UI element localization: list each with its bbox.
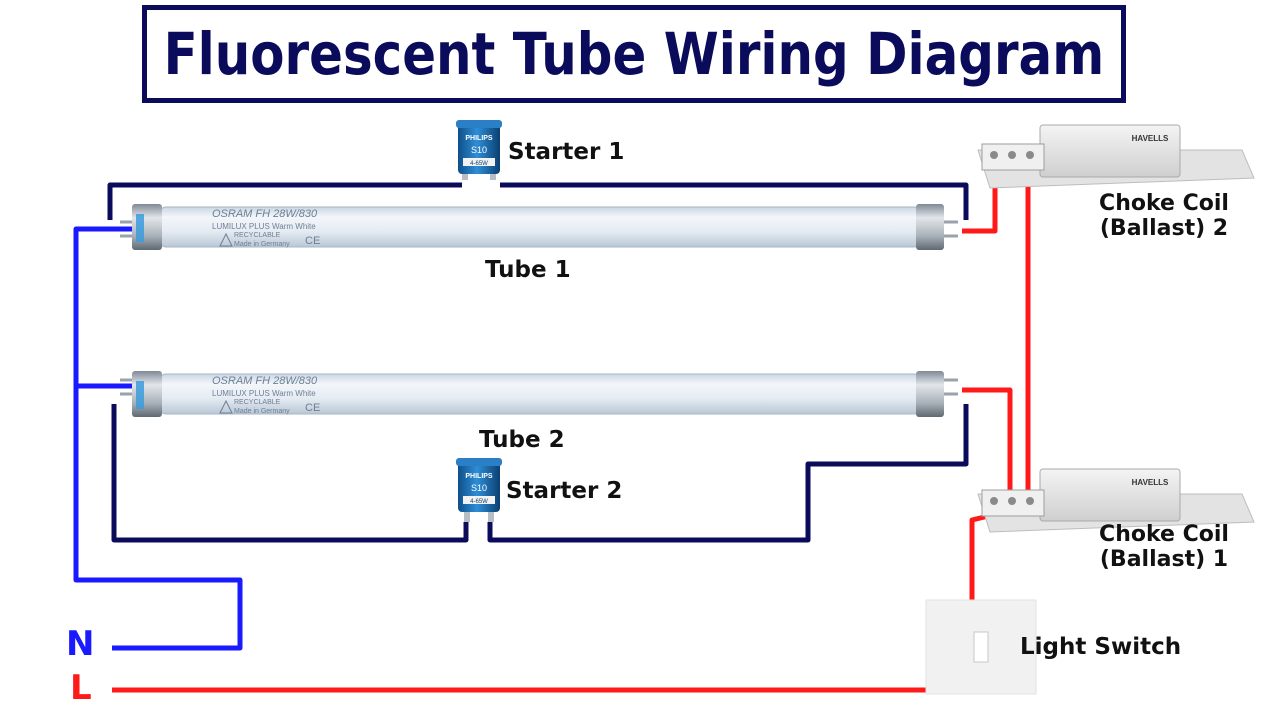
fluorescent-tube-2: OSRAM FH 28W/830 LUMILUX PLUS Warm White… — [120, 371, 958, 417]
ballast1-brand: HAVELLS — [1132, 478, 1169, 487]
neutral-wire-tube1 — [73, 226, 243, 651]
starter-1-label: Starter 1 — [508, 139, 625, 165]
tube-2-label: Tube 2 — [479, 427, 565, 453]
tube2-print-line1: OSRAM FH 28W/830 — [212, 375, 318, 387]
warning-triangle-icon — [219, 399, 233, 414]
neutral-wiring — [73, 226, 243, 651]
starter1-model: S10 — [471, 145, 487, 155]
choke-coil-ballast-1: HAVELLS — [977, 468, 1255, 533]
starter-2: PHILIPS S10 4-65W — [456, 458, 502, 522]
starter2-model: S10 — [471, 483, 487, 493]
title-box: Fluorescent Tube Wiring Diagram — [142, 5, 1126, 103]
tube2-ce-mark: CE — [305, 402, 320, 414]
starter1-brand: PHILIPS — [465, 135, 493, 142]
starter2-rating: 4-65W — [470, 499, 488, 505]
warning-triangle-icon — [219, 232, 233, 247]
tube2-end-cap-right — [916, 371, 944, 417]
tube-1-label: Tube 1 — [485, 257, 571, 283]
starter2-wire-left — [111, 404, 469, 543]
light-switch-label: Light Switch — [1020, 634, 1182, 660]
fluorescent-tube-1: OSRAM FH 28W/830 LUMILUX PLUS Warm White… — [120, 204, 958, 250]
tube1-print-line1: OSRAM FH 28W/830 — [212, 208, 318, 220]
starter-2-label: Starter 2 — [506, 478, 623, 504]
tube1-print-line2: LUMILUX PLUS Warm White — [212, 222, 316, 231]
starter1-wire-right — [500, 182, 969, 220]
tube2-print-line2: LUMILUX PLUS Warm White — [212, 389, 316, 398]
tube1-end-cap-right — [916, 204, 944, 250]
ballast2-brand: HAVELLS — [1132, 134, 1169, 143]
choke-coil-ballast-2: HAVELLS — [977, 124, 1255, 189]
choke-coil-2-label-line2: (Ballast) 2 — [1099, 216, 1229, 241]
starter-wiring — [107, 182, 969, 543]
tube2-print-line3: RECYCLABLE — [234, 399, 281, 406]
diagram-title: Fluorescent Tube Wiring Diagram — [163, 20, 1105, 88]
neutral-label: N — [66, 624, 95, 664]
choke-coil-2-label: Choke Coil (Ballast) 2 — [1098, 191, 1230, 241]
live-label: L — [70, 668, 92, 708]
live-wire-main — [112, 660, 983, 693]
starter2-wire-right — [487, 404, 969, 543]
starter2-brand: PHILIPS — [465, 473, 493, 480]
tube2-print-line4: Made in Germany — [234, 408, 290, 415]
starter-1: PHILIPS S10 4-65W — [456, 120, 502, 180]
choke-coil-1-label-line1: Choke Coil — [1099, 522, 1229, 547]
choke-coil-1-label-line2: (Ballast) 1 — [1099, 547, 1229, 572]
choke-coil-1-label: Choke Coil (Ballast) 1 — [1098, 522, 1230, 572]
switch-rocker — [973, 631, 989, 663]
live-wire-tube2 — [962, 387, 1013, 502]
tube1-print-line4: Made in Germany — [234, 241, 290, 248]
choke-coil-2-label-line1: Choke Coil — [1099, 191, 1229, 216]
starter1-rating: 4-65W — [470, 161, 488, 167]
tube1-ce-mark: CE — [305, 235, 320, 247]
light-switch — [925, 599, 1037, 695]
tube1-print-line3: RECYCLABLE — [234, 232, 281, 239]
starter1-wire-left — [107, 182, 462, 220]
